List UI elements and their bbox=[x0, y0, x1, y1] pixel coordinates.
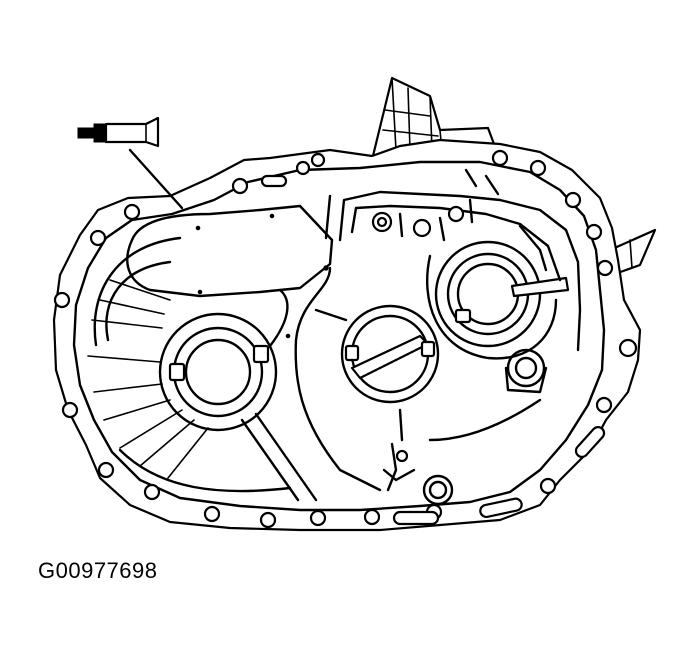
lower-right-bore bbox=[504, 348, 548, 394]
lower-passages bbox=[382, 398, 542, 492]
drain-plug-boss bbox=[422, 474, 454, 506]
figure-code: G00977698 bbox=[38, 558, 158, 583]
sealant-panel bbox=[126, 204, 382, 492]
sealant-tube-icon bbox=[77, 116, 160, 148]
upper-passages bbox=[324, 168, 582, 352]
differential-ribs bbox=[87, 236, 318, 502]
input-shaft-bore bbox=[426, 240, 570, 360]
center-shaft-bore bbox=[314, 304, 440, 404]
differential-bore bbox=[158, 312, 278, 432]
sealant-leader-line bbox=[128, 148, 184, 210]
transaxle-case-drawing bbox=[52, 76, 657, 532]
flange-slots bbox=[260, 174, 606, 526]
